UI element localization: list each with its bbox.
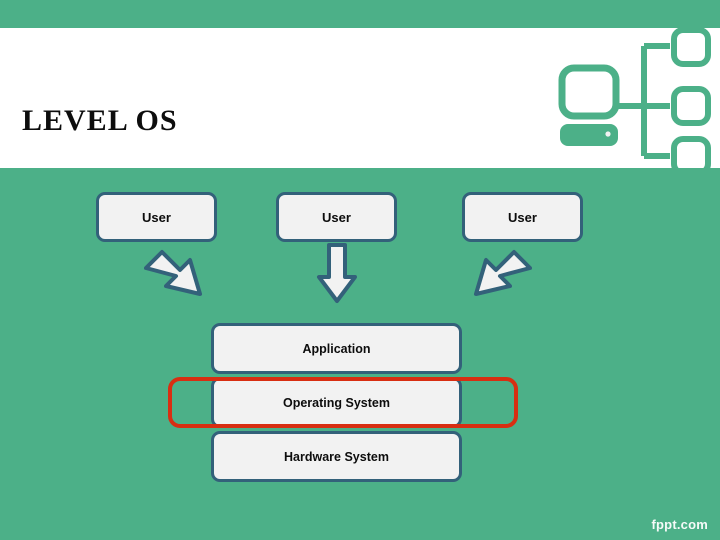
user-box-1[interactable]: User — [96, 192, 217, 242]
arrow-down-icon — [316, 243, 358, 305]
highlight-ring-operating-system — [168, 377, 518, 428]
computer-network-icon — [548, 27, 720, 176]
layer-box-application-label: Application — [302, 341, 371, 356]
user-box-2[interactable]: User — [276, 192, 397, 242]
arrow-down-left-icon — [468, 246, 534, 308]
user-box-3[interactable]: User — [462, 192, 583, 242]
user-box-2-label: User — [322, 209, 351, 225]
layer-box-hardware-system[interactable]: Hardware System — [211, 431, 462, 482]
user-box-1-label: User — [142, 209, 171, 225]
arrow-down-right-icon — [142, 246, 208, 308]
user-box-3-label: User — [508, 209, 537, 225]
layer-box-hardware-system-label: Hardware System — [284, 449, 389, 464]
watermark: fppt.com — [651, 517, 708, 532]
layer-box-operating-system-label: Operating System — [283, 395, 390, 410]
layer-box-application[interactable]: Application — [211, 323, 462, 374]
page-title: LEVEL OS — [22, 104, 178, 137]
